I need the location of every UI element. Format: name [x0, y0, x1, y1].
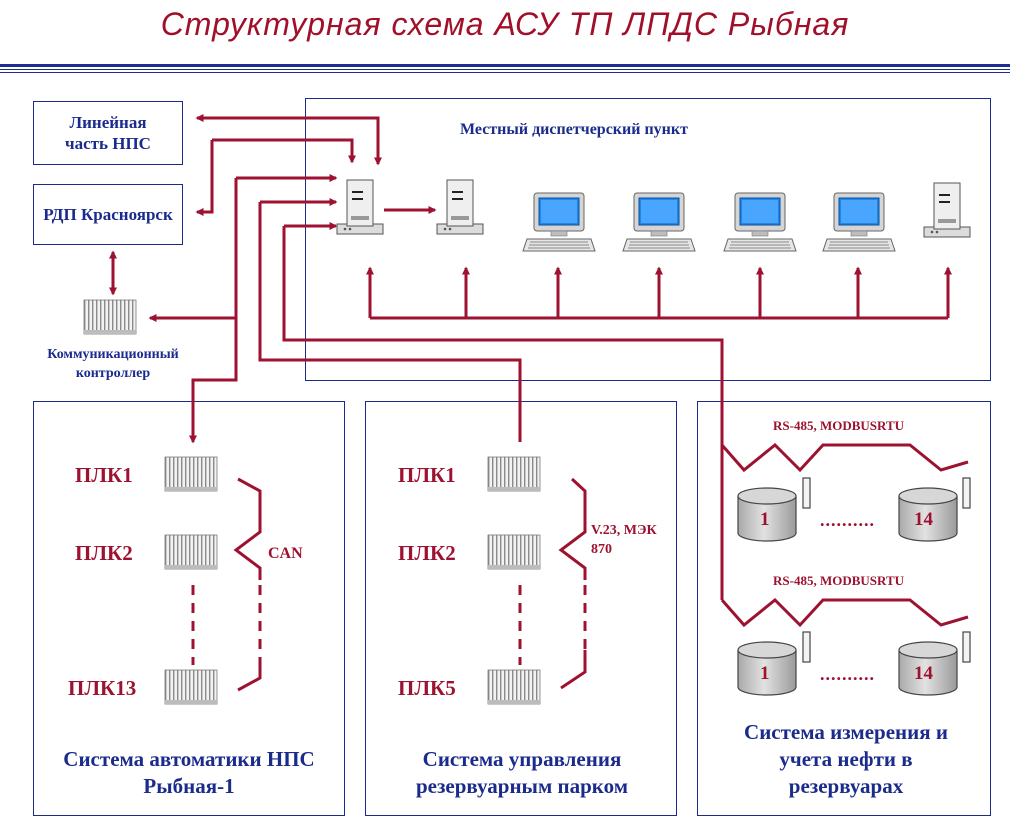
plc-label: ПЛК5 — [398, 676, 456, 700]
link-to-comm — [148, 178, 238, 322]
rs485-label-2: RS-485, MODBUSRTU — [773, 573, 904, 588]
tank-number: 14 — [914, 509, 933, 530]
link-to-server-1 — [212, 138, 356, 164]
workstation-icon — [723, 192, 797, 252]
link-to-automation — [189, 318, 238, 444]
link-metering-a — [282, 226, 724, 445]
page-title: Структурная схема АСУ ТП ЛПДС Рыбная — [160, 6, 850, 42]
line-part-label: Линейная часть НПС — [65, 113, 151, 153]
plc-label: ПЛК1 — [75, 463, 133, 487]
server-icon — [923, 182, 971, 238]
level-gauge-icon — [962, 477, 971, 509]
server-icon — [436, 179, 484, 235]
workstation-icon — [622, 192, 696, 252]
title-rule-thin — [0, 69, 1010, 70]
title-rule-thin — [0, 72, 1010, 73]
can-bracket — [233, 477, 262, 580]
server-icon — [336, 179, 384, 235]
tank-farm-caption: Система управления резервуарным парком — [415, 747, 629, 798]
comm-controller-label: Коммуникационный контроллер — [47, 347, 179, 381]
link-to-rdp — [195, 140, 214, 216]
v23-bus-label: V.23, МЭК 870 — [591, 523, 657, 557]
tank-number: 1 — [760, 663, 770, 684]
rs485-label-1: RS-485, MODBUSRTU — [773, 418, 904, 433]
line-part-box: Линейная часть НПС — [33, 101, 183, 165]
plc-automation — [164, 456, 218, 492]
automation-caption: Система автоматики НПС Рыбная-1 — [63, 747, 315, 798]
plc-tank-farm — [487, 456, 541, 492]
link-line-part — [195, 114, 382, 166]
workstation-icon — [822, 192, 896, 252]
level-gauge-icon — [802, 631, 811, 663]
metering-caption: Система измерения и учета нефти в резерв… — [744, 720, 948, 798]
plc-label: ПЛК2 — [398, 541, 456, 565]
plc-label: ПЛК13 — [68, 676, 137, 700]
level-gauge-icon — [802, 477, 811, 509]
link-tank-farm — [258, 202, 522, 442]
tank-ellipsis: .......... — [820, 664, 875, 684]
dispatch-label: Местный диспетчерский пункт — [460, 121, 688, 138]
can-bus-label: CAN — [268, 545, 303, 562]
tank-number: 14 — [914, 663, 933, 684]
rs485-line-1 — [720, 442, 969, 473]
tank-number: 1 — [760, 509, 770, 530]
v23-bracket — [558, 477, 587, 580]
rdp-box: РДП Красноярск — [33, 184, 183, 245]
comm-controller-device — [83, 299, 137, 335]
workstation-icon — [522, 192, 596, 252]
level-gauge-icon — [962, 631, 971, 663]
plc-label: ПЛК1 — [398, 463, 456, 487]
rs485-line-2 — [720, 597, 969, 628]
tank-ellipsis: .......... — [820, 510, 875, 530]
title-rule — [0, 64, 1010, 67]
plc-label: ПЛК2 — [75, 541, 133, 565]
rdp-label: РДП Красноярск — [43, 205, 173, 224]
